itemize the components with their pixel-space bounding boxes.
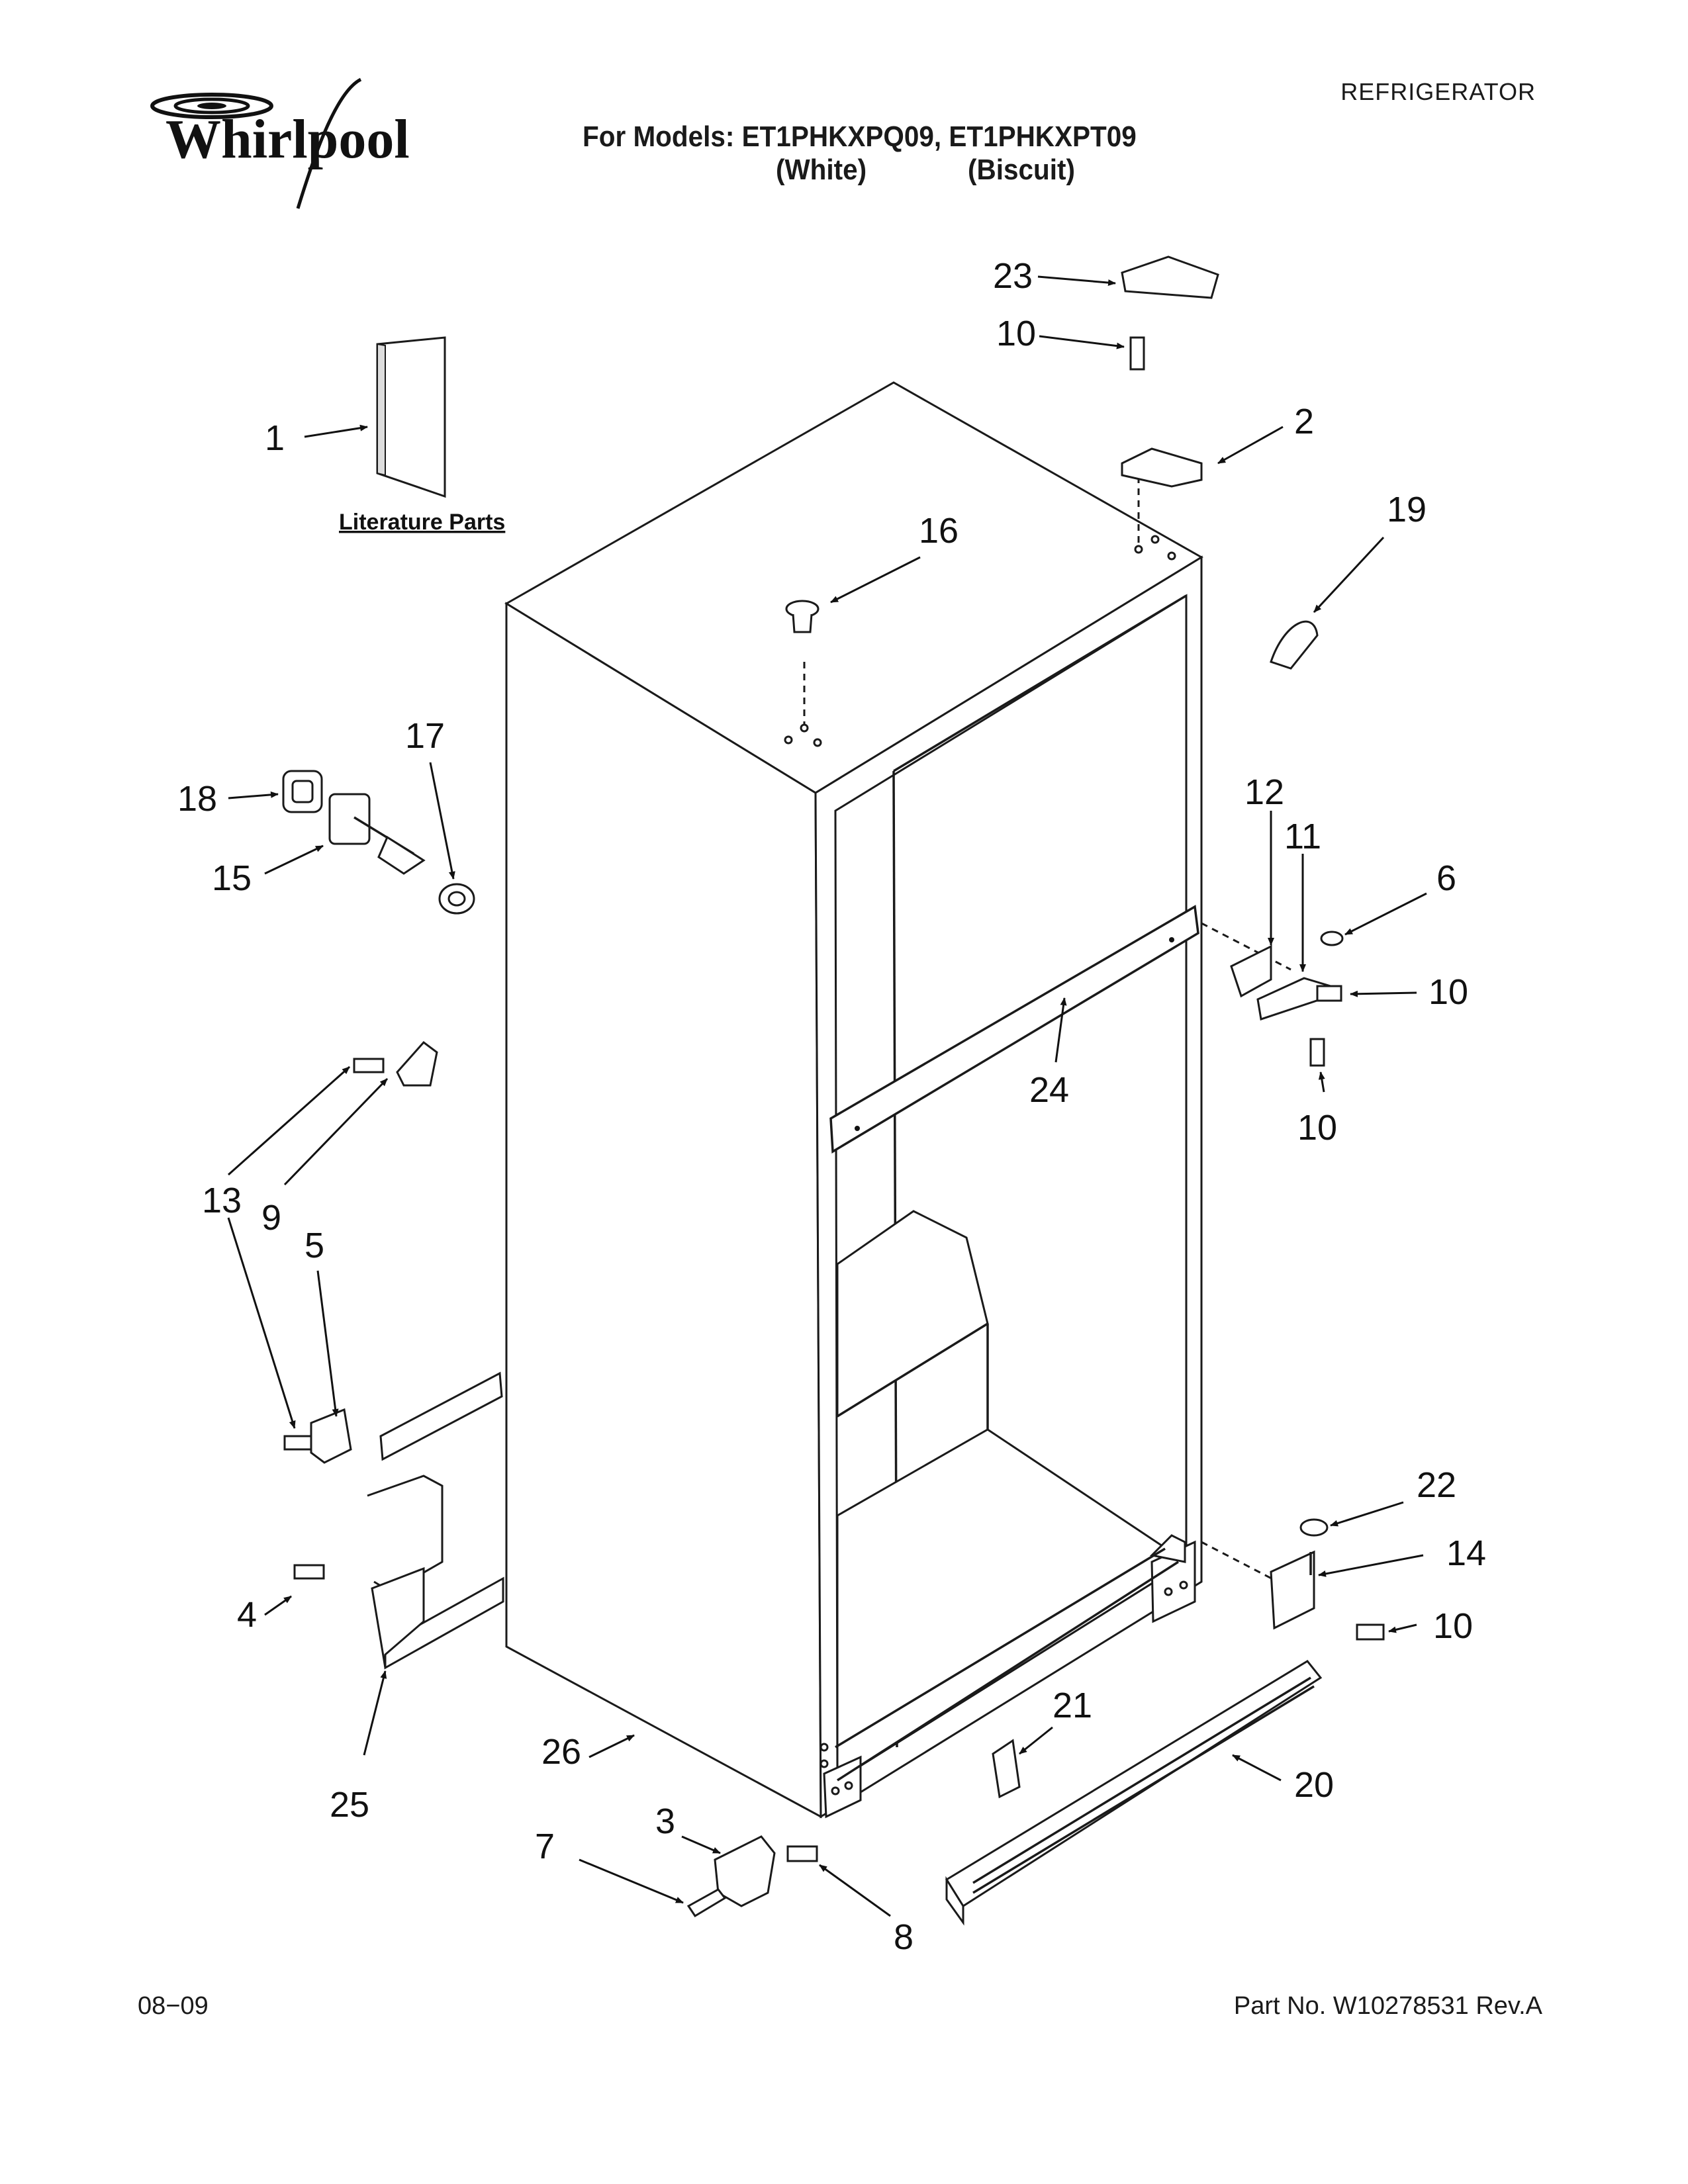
part-22-shape xyxy=(1299,1518,1329,1537)
brand-logo: Whirlpool xyxy=(150,77,410,209)
callout-24: 24 xyxy=(1029,1070,1069,1110)
part-15-shape xyxy=(328,793,371,845)
callout-10-center-bottom: 10 xyxy=(1297,1108,1337,1148)
part-21-shape xyxy=(992,1739,1021,1799)
part-25-shape xyxy=(371,1567,425,1668)
footer-date: 08−09 xyxy=(138,1992,209,2020)
part-5-shape xyxy=(310,1408,352,1464)
literature-parts-label: Literature Parts xyxy=(339,510,505,535)
part-9-shape xyxy=(396,1040,438,1087)
part-4-shape xyxy=(293,1564,325,1580)
callout-11: 11 xyxy=(1284,817,1321,856)
models-title: For Models: ET1PHKXPQ09, ET1PHKXPT09 xyxy=(583,120,1137,153)
part-13-lower-screw xyxy=(283,1435,312,1451)
callout-26: 26 xyxy=(541,1732,581,1772)
part-10-center-right-screw xyxy=(1316,985,1342,1002)
part-6-shape xyxy=(1320,931,1344,946)
callout-labels: 1 2 3 4 5 6 7 8 9 10 10 10 10 11 12 13 1… xyxy=(177,256,1486,1957)
callout-12: 12 xyxy=(1244,772,1284,812)
footer-part-number: Part No. W10278531 Rev.A xyxy=(1233,1992,1542,2020)
callout-13: 13 xyxy=(202,1181,242,1220)
callout-20: 20 xyxy=(1294,1765,1334,1805)
part-10-top-screw xyxy=(1129,336,1145,371)
part-2-shape xyxy=(1121,447,1203,488)
callout-16: 16 xyxy=(919,511,959,551)
callout-14: 14 xyxy=(1446,1533,1486,1573)
callout-3: 3 xyxy=(655,1801,675,1841)
callout-6: 6 xyxy=(1436,858,1456,898)
callout-2: 2 xyxy=(1294,402,1314,441)
callout-25: 25 xyxy=(330,1785,369,1825)
callout-15: 15 xyxy=(212,858,252,898)
callout-19: 19 xyxy=(1387,490,1427,529)
callout-4: 4 xyxy=(237,1595,257,1635)
callout-17: 17 xyxy=(405,716,445,756)
callout-23: 23 xyxy=(993,256,1033,296)
hinge-loop-bracket xyxy=(367,1475,444,1593)
brand-wordmark: Whirlpool xyxy=(165,109,410,170)
literature-booklet: Literature Parts xyxy=(339,336,505,535)
callout-21: 21 xyxy=(1053,1686,1092,1725)
callout-5: 5 xyxy=(305,1226,324,1265)
callout-10-bottom: 10 xyxy=(1433,1606,1473,1646)
part-14-shape xyxy=(1270,1550,1315,1630)
page-category: REFRIGERATOR xyxy=(1340,78,1536,105)
callout-8: 8 xyxy=(894,1917,914,1957)
part-19-shape xyxy=(1270,620,1319,670)
callout-10-top: 10 xyxy=(996,314,1036,353)
callout-9: 9 xyxy=(261,1198,281,1238)
part-13-upper-screw xyxy=(353,1058,385,1073)
refrigerator-cabinet xyxy=(379,381,1291,1819)
part-10-bottom-screw xyxy=(1356,1623,1385,1641)
part-8-shape xyxy=(786,1845,818,1862)
small-parts xyxy=(282,255,1385,1926)
part-7-shape xyxy=(686,1888,727,1918)
callout-22: 22 xyxy=(1417,1465,1456,1505)
part-23-shape xyxy=(1121,255,1219,299)
part-10-center-bottom-screw xyxy=(1309,1038,1325,1067)
callout-7: 7 xyxy=(535,1827,555,1866)
part-12-shape xyxy=(1230,944,1272,998)
callout-18: 18 xyxy=(177,779,217,819)
model-color-biscuit: (Biscuit) xyxy=(968,154,1075,186)
model-color-white: (White) xyxy=(776,154,867,186)
callout-10-center-right: 10 xyxy=(1429,972,1468,1012)
leader-lines xyxy=(227,275,1427,1917)
callout-1: 1 xyxy=(265,418,285,458)
